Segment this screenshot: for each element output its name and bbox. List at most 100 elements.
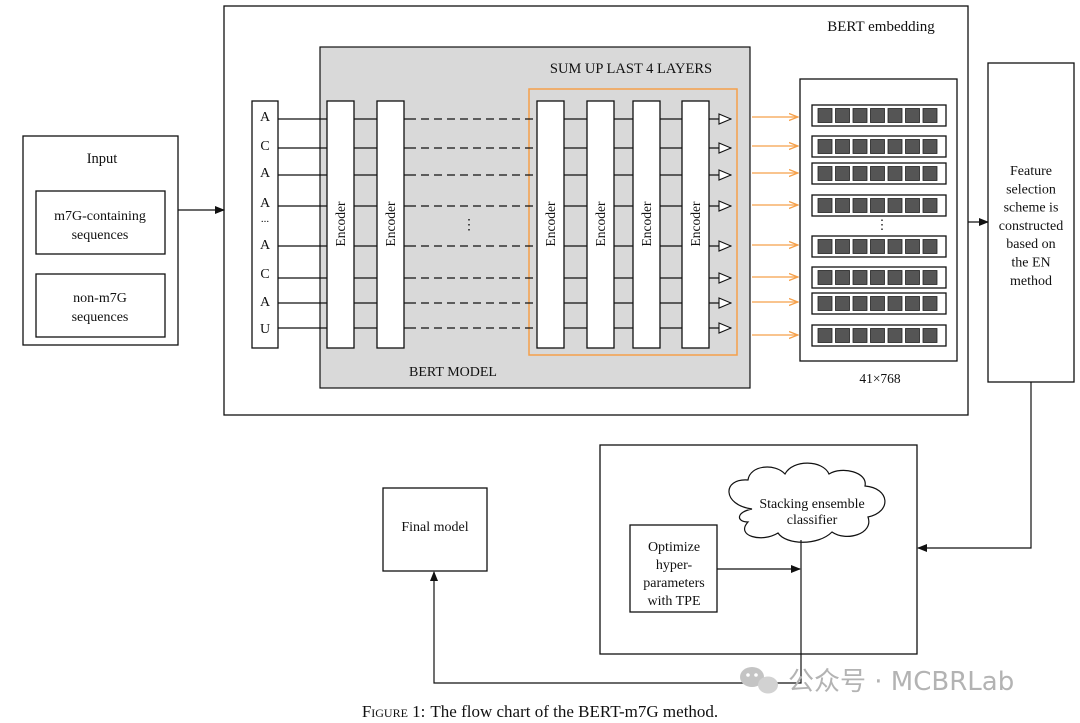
feature-selection-text: Feature selection scheme is constructed base… xyxy=(999,164,1064,289)
figure-caption: Figure 1:The flow chart of the BERT-m7G … xyxy=(362,702,718,721)
embedding-cell xyxy=(922,166,938,181)
token-1: C xyxy=(260,139,269,154)
m7g-sequences-line1: m7G-containing xyxy=(54,209,146,224)
feature-line-2: selection xyxy=(1006,182,1056,197)
embedding-cell xyxy=(835,328,850,343)
embedding-row xyxy=(811,324,947,347)
embedding-cell xyxy=(835,139,850,154)
caption-prefix: Figure 1: xyxy=(362,702,426,721)
embedding-cell xyxy=(817,198,833,213)
embedding-cell xyxy=(835,239,850,254)
embedding-row xyxy=(811,292,947,315)
non-m7g-sequences-line1: non-m7G xyxy=(73,291,127,306)
token-4: ... xyxy=(261,213,270,225)
feature-line-5: based on xyxy=(1006,237,1055,252)
feature-line-4: constructed xyxy=(999,219,1064,234)
embedding-cell xyxy=(905,239,920,254)
embedding-cell xyxy=(905,270,920,285)
embedding-row xyxy=(811,266,947,289)
cloud-line1: Stacking ensemble xyxy=(759,497,864,512)
encoder-block xyxy=(586,100,615,349)
embedding-cell xyxy=(887,166,903,181)
embedding-cell xyxy=(905,166,920,181)
feature-to-classifier-arrow xyxy=(917,382,1032,552)
non-m7g-sequences-box xyxy=(35,273,166,338)
feature-line-7: method xyxy=(1010,274,1052,289)
embedding-cell xyxy=(887,108,903,123)
optimize-line-1: Optimize xyxy=(648,540,700,555)
wechat-icon xyxy=(740,667,778,694)
embedding-cell xyxy=(922,108,938,123)
embedding-cell xyxy=(817,139,833,154)
cloud-line2: classifier xyxy=(787,513,838,528)
token-6: C xyxy=(260,267,269,282)
embedding-cell xyxy=(905,198,920,213)
embedding-cell xyxy=(870,139,885,154)
last-four-layers-highlight xyxy=(528,88,738,356)
bert-embedding-label: BERT embedding xyxy=(827,19,935,35)
optimize-line-2: hyper- xyxy=(656,558,693,573)
embedding-cell xyxy=(887,239,903,254)
encoder-block xyxy=(632,100,661,349)
m7g-sequences-line2: sequences xyxy=(72,228,129,243)
orange-output-arrows xyxy=(752,117,798,335)
embedding-cell xyxy=(887,139,903,154)
embedding-cell xyxy=(870,166,885,181)
embedding-matrix-rows xyxy=(811,104,947,347)
embedding-cell xyxy=(817,108,833,123)
encoder-label: Encoder xyxy=(688,201,703,246)
embedding-cell xyxy=(852,198,868,213)
embedding-cell xyxy=(835,198,850,213)
embedding-cell xyxy=(922,296,938,311)
embedding-cell xyxy=(905,139,920,154)
embedding-cell xyxy=(817,270,833,285)
embedding-cell xyxy=(887,296,903,311)
sum-layers-label: SUM UP LAST 4 LAYERS xyxy=(550,61,712,77)
embedding-cell xyxy=(922,239,938,254)
embedding-row xyxy=(811,104,947,127)
embedding-cell xyxy=(870,270,885,285)
encoder-block xyxy=(376,100,405,349)
embedding-row xyxy=(811,194,947,217)
feature-line-1: Feature xyxy=(1010,164,1052,179)
token-0: A xyxy=(260,110,271,125)
embedding-cell xyxy=(852,108,868,123)
embedding-cell xyxy=(852,296,868,311)
embedding-cell xyxy=(870,198,885,213)
encoder-block xyxy=(326,100,355,349)
token-2: A xyxy=(260,166,271,181)
token-7: A xyxy=(260,295,271,310)
embedding-cell xyxy=(817,239,833,254)
token-3: A xyxy=(260,196,271,211)
final-model-label: Final model xyxy=(401,520,468,535)
embedding-cell xyxy=(852,239,868,254)
embedding-cell xyxy=(852,139,868,154)
embedding-cell xyxy=(870,328,885,343)
encoder-block xyxy=(681,100,710,349)
non-m7g-sequences-line2: sequences xyxy=(72,310,129,325)
embedding-cell xyxy=(835,166,850,181)
embedding-cell xyxy=(922,328,938,343)
embedding-cell xyxy=(887,270,903,285)
embedding-cell xyxy=(905,328,920,343)
token-8: U xyxy=(260,322,270,337)
embedding-cell xyxy=(870,296,885,311)
feature-line-6: the EN xyxy=(1011,256,1050,271)
encoder-label: Encoder xyxy=(543,201,558,246)
embedding-cell xyxy=(835,108,850,123)
embedding-row xyxy=(811,162,947,185)
matrix-dimension-label: 41×768 xyxy=(859,371,901,386)
embedding-cell xyxy=(870,108,885,123)
optimize-line-4: with TPE xyxy=(647,594,700,609)
watermark: 公众号 · MCBRLab xyxy=(740,667,1014,697)
input-title: Input xyxy=(87,151,118,167)
m7g-sequences-box xyxy=(35,190,166,255)
classifier-to-final-arrow xyxy=(430,540,802,684)
embedding-cell xyxy=(817,296,833,311)
embedding-row xyxy=(811,235,947,258)
feature-line-3: scheme is xyxy=(1004,201,1059,216)
embedding-cell xyxy=(887,328,903,343)
